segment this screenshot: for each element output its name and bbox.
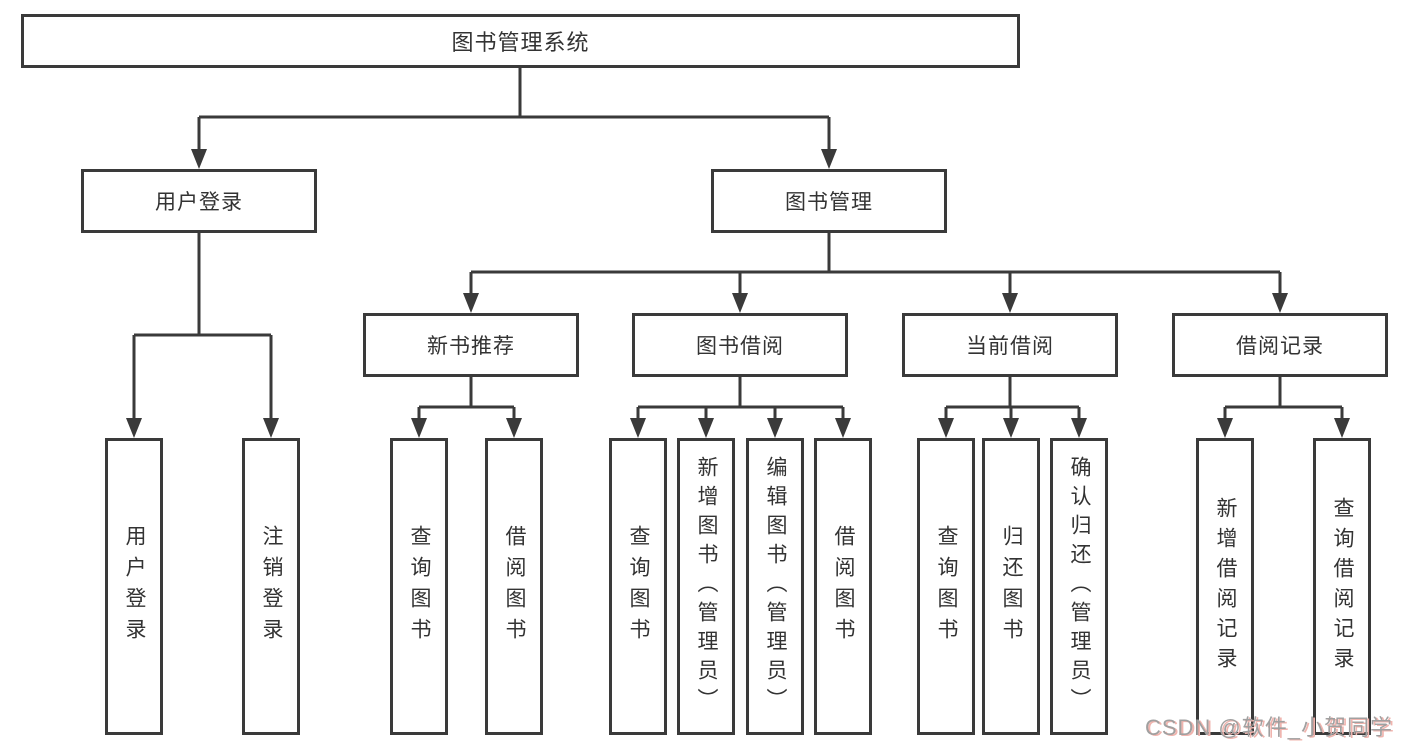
arrowheads xyxy=(126,149,1350,438)
leaf-newbook-borrow-book: 借阅图书 xyxy=(485,438,543,735)
node-book-management: 图书管理 xyxy=(711,169,947,233)
leaf-borrowing-query-book: 查询图书 xyxy=(609,438,667,735)
node-new-book-recommend: 新书推荐 xyxy=(363,313,579,377)
leaf-current-return-book: 归还图书 xyxy=(982,438,1040,735)
leaf-current-confirm-return-admin: 确认归还（管理员） xyxy=(1050,438,1108,735)
connector-lines xyxy=(132,68,1344,420)
leaf-borrowing-edit-book-admin: 编辑图书（管理员） xyxy=(746,438,804,735)
leaf-user-login: 用户登录 xyxy=(105,438,163,735)
leaf-borrowing-add-book-admin: 新增图书（管理员） xyxy=(677,438,735,735)
leaf-newbook-query-book: 查询图书 xyxy=(390,438,448,735)
node-current-borrowing: 当前借阅 xyxy=(902,313,1118,377)
node-book-borrowing: 图书借阅 xyxy=(632,313,848,377)
node-borrowing-records: 借阅记录 xyxy=(1172,313,1388,377)
leaf-current-query-book: 查询图书 xyxy=(917,438,975,735)
node-root-system: 图书管理系统 xyxy=(21,14,1020,68)
leaf-logout: 注销登录 xyxy=(242,438,300,735)
leaf-borrowing-borrow-book: 借阅图书 xyxy=(814,438,872,735)
leaf-record-add-borrow-record: 新增借阅记录 xyxy=(1196,438,1254,735)
leaf-record-query-borrow-record: 查询借阅记录 xyxy=(1313,438,1371,735)
node-user-login: 用户登录 xyxy=(81,169,317,233)
